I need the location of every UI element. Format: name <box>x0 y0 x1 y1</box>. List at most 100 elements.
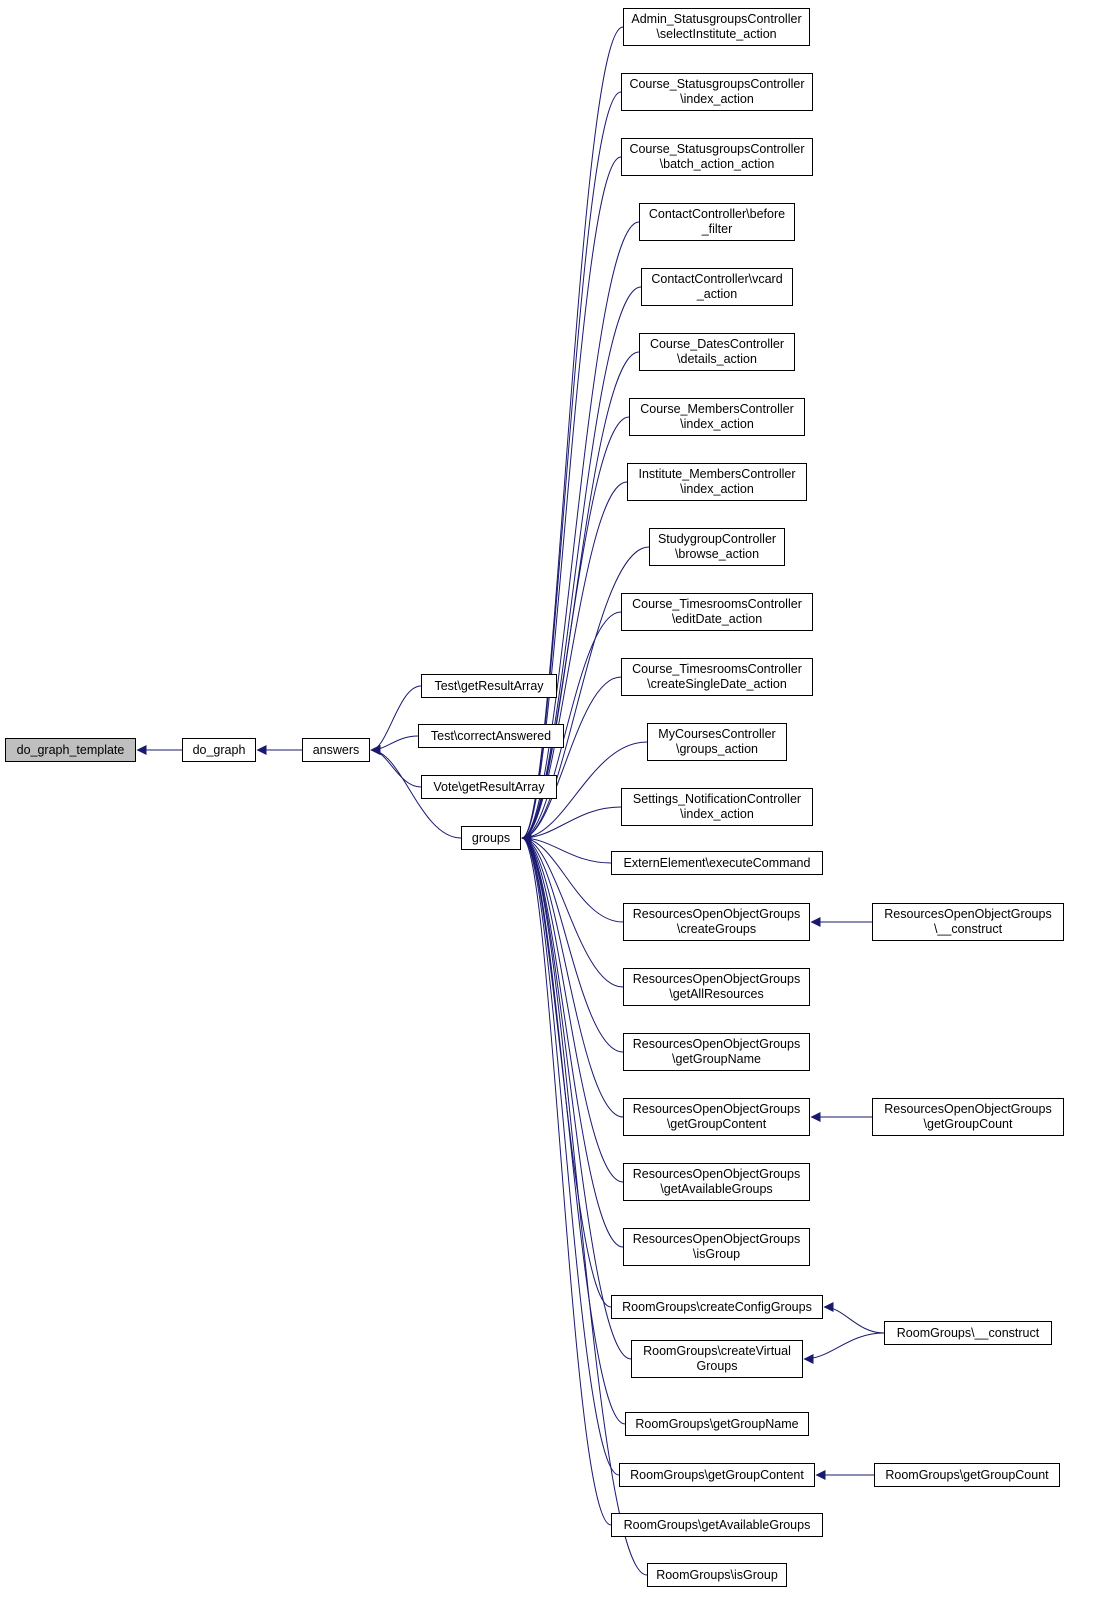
edge-course-statusgroups-batch-to-groups <box>521 156 622 843</box>
node-roog-isgroup[interactable]: ResourcesOpenObjectGroups\isGroup <box>623 1228 810 1266</box>
node-course-timesrooms-edit[interactable]: Course_TimesroomsController\editDate_act… <box>621 593 813 631</box>
node-course-members-index[interactable]: Course_MembersController\index_action <box>629 398 805 436</box>
node-rg-getgroupcount[interactable]: RoomGroups\getGroupCount <box>874 1463 1060 1487</box>
node-label-line: \index_action <box>680 807 754 821</box>
node-label-line: RoomGroups\createConfigGroups <box>622 1299 812 1314</box>
node-label-line: _action <box>696 287 738 301</box>
edge-rg-getgroupname-to-groups <box>521 833 626 1425</box>
node-label-line: Institute_MembersController <box>638 467 796 481</box>
node-label-line: \isGroup <box>692 1247 741 1261</box>
edge-mycourses-groups-to-groups <box>521 741 648 843</box>
node-rg-getavailablegroups[interactable]: RoomGroups\getAvailableGroups <box>611 1513 823 1537</box>
node-course-timesrooms-create[interactable]: Course_TimesroomsController\createSingle… <box>621 658 813 696</box>
node-label-line: RoomGroups\getGroupContent <box>630 1467 804 1482</box>
node-course-statusgroups-index[interactable]: Course_StatusgroupsController\index_acti… <box>621 73 813 111</box>
node-label-line: \getAllResources <box>669 987 764 1001</box>
node-label-line: Course_TimesroomsController <box>632 597 802 611</box>
node-roog-getallresources[interactable]: ResourcesOpenObjectGroups\getAllResource… <box>623 968 810 1006</box>
node-label-line: ResourcesOpenObjectGroups <box>884 1102 1052 1116</box>
node-roog-getgroupcontent[interactable]: ResourcesOpenObjectGroups\getGroupConten… <box>623 1098 810 1136</box>
node-rg-getgroupcontent[interactable]: RoomGroups\getGroupContent <box>619 1463 815 1487</box>
node-label-line: StudygroupController <box>657 532 777 546</box>
edge-roog-getavailablegroups-to-groups <box>521 833 624 1183</box>
node-label-line: Course_StatusgroupsController <box>629 77 805 91</box>
node-label-line: ResourcesOpenObjectGroups <box>632 1102 801 1116</box>
node-label-line: \index_action <box>680 417 754 431</box>
node-roog-creategroups[interactable]: ResourcesOpenObjectGroups\createGroups <box>623 903 810 941</box>
node-label-line: ResourcesOpenObjectGroups <box>632 1037 801 1051</box>
node-label-line: RoomGroups\isGroup <box>656 1567 778 1582</box>
edge-rg-createvirtual-to-groups <box>521 833 632 1360</box>
edge-course-timesrooms-create-to-groups <box>521 676 622 843</box>
node-roog-getavailablegroups[interactable]: ResourcesOpenObjectGroups\getAvailableGr… <box>623 1163 810 1201</box>
node-label-line: \__construct <box>933 922 1003 936</box>
node-answers[interactable]: answers <box>302 738 370 762</box>
node-contact-before-filter[interactable]: ContactController\before_filter <box>639 203 795 241</box>
node-label-line: Test\getResultArray <box>434 678 544 693</box>
node-extern-execute[interactable]: ExternElement\executeCommand <box>611 851 823 875</box>
edge-studygroup-browse-to-groups <box>521 546 650 843</box>
node-label-line: Groups <box>696 1359 738 1373</box>
edge-rg-construct-to-rg-createvirtual <box>803 1332 885 1364</box>
node-course-dates-details[interactable]: Course_DatesController\details_action <box>639 333 795 371</box>
node-label-line: ResourcesOpenObjectGroups <box>632 907 801 921</box>
node-label-line: Course_MembersController <box>640 402 794 416</box>
edge-rg-getavailablegroups-to-groups <box>521 833 612 1526</box>
node-do-graph-template[interactable]: do_graph_template <box>5 738 136 762</box>
node-label-line: RoomGroups\__construct <box>896 1325 1040 1340</box>
node-label-line: Course_DatesController <box>649 337 785 351</box>
node-label-line: \index_action <box>680 482 754 496</box>
node-label-line: \getGroupName <box>672 1052 761 1066</box>
edge-roog-creategroups-to-groups <box>521 833 624 923</box>
node-studygroup-browse[interactable]: StudygroupController\browse_action <box>649 528 785 566</box>
node-admin-statusgroups-select[interactable]: Admin_StatusgroupsController\selectInsti… <box>623 8 810 46</box>
node-roog-getgroupname[interactable]: ResourcesOpenObjectGroups\getGroupName <box>623 1033 810 1071</box>
node-label-line: Settings_NotificationController <box>632 792 802 806</box>
node-label-line: groups <box>471 830 511 845</box>
node-label-line: do_graph_template <box>16 742 125 757</box>
edge-course-timesrooms-edit-to-groups <box>521 611 622 843</box>
node-settings-notification-index[interactable]: Settings_NotificationController\index_ac… <box>621 788 813 826</box>
node-rg-createconfiggroups[interactable]: RoomGroups\createConfigGroups <box>611 1295 823 1319</box>
edge-roog-isgroup-to-groups <box>521 833 624 1248</box>
node-label-line: \getGroupContent <box>666 1117 767 1131</box>
node-rg-construct[interactable]: RoomGroups\__construct <box>884 1321 1052 1345</box>
node-label-line: \createSingleDate_action <box>647 677 787 691</box>
edge-test-getresultarray-to-answers <box>370 685 422 755</box>
node-do-graph[interactable]: do_graph <box>182 738 256 762</box>
node-label-line: ResourcesOpenObjectGroups <box>632 972 801 986</box>
node-test-getresultarray[interactable]: Test\getResultArray <box>421 674 557 698</box>
node-contact-vcard[interactable]: ContactController\vcard_action <box>641 268 793 306</box>
node-label-line: \batch_action_action <box>659 157 775 171</box>
node-groups[interactable]: groups <box>461 826 521 850</box>
node-vote-getresultarray[interactable]: Vote\getResultArray <box>421 775 557 799</box>
node-label-line: RoomGroups\getGroupName <box>635 1416 799 1431</box>
node-course-statusgroups-batch[interactable]: Course_StatusgroupsController\batch_acti… <box>621 138 813 176</box>
edge-test-correctanswered-to-answers <box>370 735 419 755</box>
node-label-line: Course_TimesroomsController <box>632 662 802 676</box>
node-rg-getgroupname[interactable]: RoomGroups\getGroupName <box>625 1412 809 1436</box>
node-roog-getgroupcount[interactable]: ResourcesOpenObjectGroups\getGroupCount <box>872 1098 1064 1136</box>
node-label-line: MyCoursesController <box>658 727 776 741</box>
node-label-line: \getGroupCount <box>923 1117 1013 1131</box>
edge-rg-getgroupcontent-to-groups <box>521 833 620 1476</box>
edge-course-members-index-to-groups <box>521 416 630 843</box>
node-label-line: Test\correctAnswered <box>430 728 552 743</box>
node-institute-members-index[interactable]: Institute_MembersController\index_action <box>627 463 807 501</box>
node-mycourses-groups[interactable]: MyCoursesController\groups_action <box>647 723 787 761</box>
node-label-line: ResourcesOpenObjectGroups <box>632 1167 801 1181</box>
node-label-line: RoomGroups\createVirtual <box>643 1344 791 1358</box>
node-label-line: \details_action <box>677 352 757 366</box>
node-label-line: Course_StatusgroupsController <box>629 142 805 156</box>
node-label-line: Vote\getResultArray <box>433 779 545 794</box>
node-test-correctanswered[interactable]: Test\correctAnswered <box>418 724 564 748</box>
node-label-line: RoomGroups\getGroupCount <box>885 1467 1049 1482</box>
node-roog-construct[interactable]: ResourcesOpenObjectGroups\__construct <box>872 903 1064 941</box>
edge-contact-before-filter-to-groups <box>521 221 640 843</box>
node-label-line: ContactController\vcard <box>651 272 783 286</box>
edge-roog-getgroupcontent-to-groups <box>521 833 624 1118</box>
edge-groups-to-answers <box>370 745 462 839</box>
node-rg-isgroup[interactable]: RoomGroups\isGroup <box>647 1563 787 1587</box>
